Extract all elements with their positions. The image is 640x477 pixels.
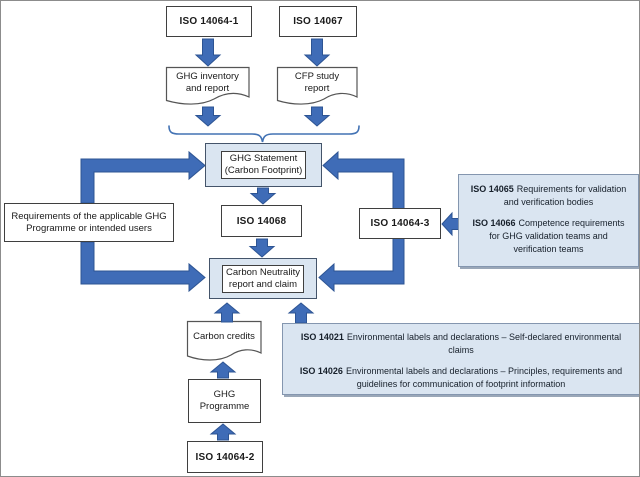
arrow-up-icon-iso14064-2-to-programme [209,423,237,441]
node-label: report and claim [228,278,298,290]
brace-icon [168,125,360,143]
info-text: Competence requirements [518,218,625,228]
info-line: claims [448,345,474,355]
elbow-arrow-icon-iso14064-3-to-statement-and-neutrality [318,150,405,293]
node-label: Requirements of the applicable GHG [11,210,167,222]
node-cfp-study-report: CFP study report [277,71,357,95]
arrow-down-icon-iso14068-to-neutrality [248,238,276,258]
node-iso-14064-1: ISO 14064-1 [166,6,252,37]
document-shape-cfp-study [276,66,358,105]
node-label: Programme or intended users [26,222,152,234]
node-iso-14064-2: ISO 14064-2 [187,441,263,473]
node-carbon-credits: Carbon credits [187,331,261,343]
arrow-down-icon-iso14067-to-doc [303,38,331,67]
node-ghg-statement: GHG Statement (Carbon Footprint) [220,151,307,179]
iso-code: ISO 14026 [299,366,343,376]
info-text: Environmental labels and declarations – … [345,366,623,376]
arrow-up-icon-programme-to-credits [209,361,237,379]
node-iso-14064-3: ISO 14064-3 [359,208,441,239]
node-ghg-statement-frame: GHG Statement (Carbon Footprint) [205,143,322,187]
node-label: Carbon Neutrality [226,266,300,278]
info-text: Environmental labels and declarations – … [346,332,622,342]
info-line: verification teams [513,244,584,254]
doc-label-line: report [304,83,330,94]
node-label: ISO 14068 [236,215,287,227]
iso-code: ISO 14066 [472,218,516,228]
elbow-arrow-icon-requirements-to-neutrality [80,241,206,293]
node-iso-14067: ISO 14067 [279,6,357,37]
node-label: ISO 14064-3 [370,218,430,229]
document-shape-carbon-credits [186,320,262,361]
iso-code: ISO 14021 [300,332,344,342]
node-ghg-programme-requirements: Requirements of the applicable GHG Progr… [4,203,174,242]
node-ghg-programme: GHG Programme [188,379,261,423]
node-ghg-inventory-report: GHG inventory and report [166,71,249,95]
node-carbon-neutrality: Carbon Neutrality report and claim [222,264,304,293]
doc-label-line: Carbon credits [193,331,255,342]
info-line: guidelines for communication of footprin… [356,379,566,389]
iso-code: ISO 14065 [470,184,514,194]
arrow-down-icon-inventory-to-brace [194,106,222,127]
node-label: GHG Statement [229,153,298,164]
doc-label-line: and report [185,83,230,94]
info-line: for GHG validation teams and [489,231,608,241]
node-label: (Carbon Footprint) [224,165,303,176]
elbow-arrow-icon-requirements-to-statement [80,150,206,204]
node-carbon-neutrality-frame: Carbon Neutrality report and claim [209,258,317,299]
node-label: ISO 14067 [293,16,343,27]
info-line: and verification bodies [503,197,594,207]
doc-label-line: GHG inventory [176,71,239,82]
node-iso-14068: ISO 14068 [221,205,302,237]
node-label: Programme [199,401,250,412]
doc-label-line: CFP study [294,71,340,82]
info-text: Requirements for validation [516,184,627,194]
node-label: GHG [213,389,236,400]
node-label: ISO 14064-2 [195,451,255,463]
node-label: ISO 14064-1 [179,16,239,27]
arrow-down-icon-iso14064-1-to-doc [194,38,222,67]
arrow-down-icon-cfp-to-brace [303,106,331,127]
arrow-up-icon-credits-to-neutrality [213,302,241,323]
document-shape-ghg-inventory [165,66,250,105]
arrow-down-icon-statement-to-iso14068 [249,187,277,205]
arrow-up-icon-labels-to-neutrality [287,302,315,324]
